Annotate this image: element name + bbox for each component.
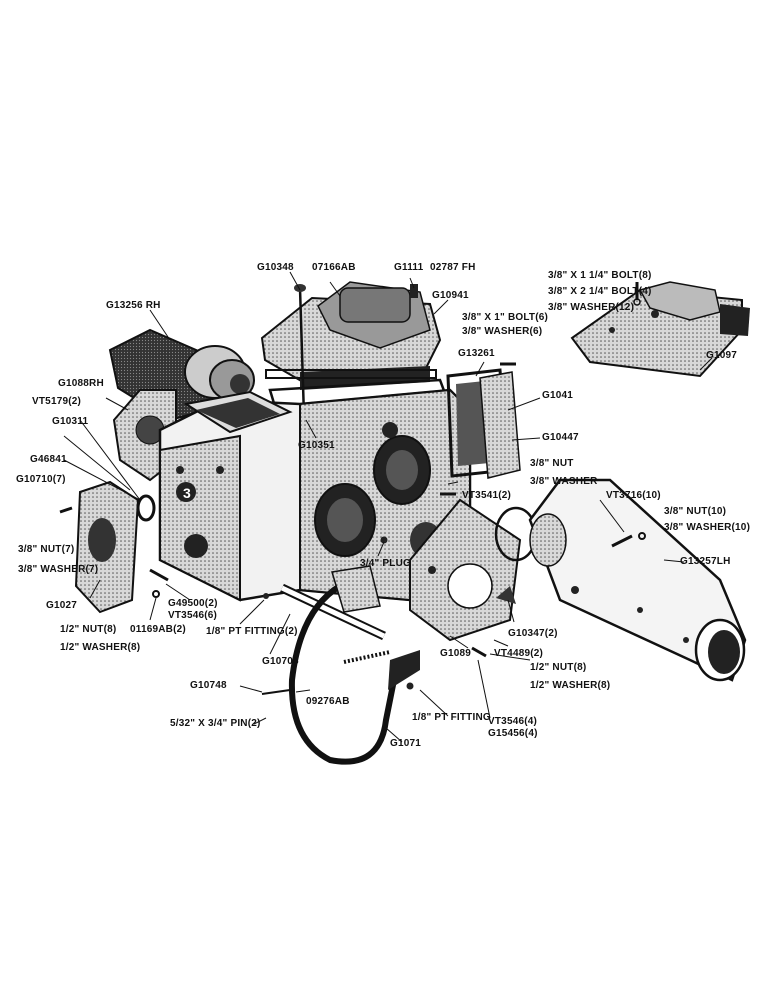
label-bolt-c: 3/8" X 1" BOLT(6) xyxy=(462,312,549,323)
label-vt5179: VT5179(2) xyxy=(32,396,82,407)
label-plug: 3/4" PLUG xyxy=(360,558,411,569)
label-g1088rh: G1088RH xyxy=(58,378,104,389)
brake-band-g1071 xyxy=(288,565,420,765)
shaft-g10708 xyxy=(280,583,386,641)
cover-plate-g1089 xyxy=(409,498,522,642)
axle-housing-g13257lh xyxy=(528,478,747,682)
label-nut-f: 3/8" NUT(7) xyxy=(18,544,75,555)
spring-09276ab xyxy=(343,650,391,664)
label-vt3541: VT3541(2) xyxy=(462,490,512,501)
label-washer-e: 3/8" WASHER(10) xyxy=(664,522,751,533)
label-nut-d: 3/8" NUT xyxy=(530,458,574,469)
label-g49500: G49500(2) xyxy=(168,598,218,609)
label-vt3546b: VT3546(4) xyxy=(488,716,538,727)
label-washer-c: 3/8" WASHER(6) xyxy=(462,326,543,337)
label-washer-d: 3/8" WASHER xyxy=(530,476,598,487)
pin-g10748 xyxy=(261,689,291,695)
svg-text:3: 3 xyxy=(183,485,191,501)
label-g1089: G1089 xyxy=(440,648,472,659)
label-nut-h: 1/2" NUT(8) xyxy=(530,662,587,673)
label-g1111: G1111 xyxy=(394,262,424,273)
top-cover-g1097 xyxy=(570,281,750,378)
label-g10311: G10311 xyxy=(52,416,89,427)
label-washer-h: 1/2" WASHER(8) xyxy=(530,680,611,691)
label-g15456: G15456(4) xyxy=(488,728,538,739)
label-nut-e: 3/8" NUT(10) xyxy=(664,506,727,517)
label-nut-g: 1/2" NUT(8) xyxy=(60,624,117,635)
label-g10708: G10708 xyxy=(262,656,299,667)
label-g46841: G46841 xyxy=(30,454,67,465)
shim-vt4489 xyxy=(496,586,516,604)
label-g10710: G10710(7) xyxy=(16,474,66,485)
label-01169ab: 01169AB(2) xyxy=(130,624,186,635)
label-bolt-a: 3/8" X 1 1/4" BOLT(8) xyxy=(548,270,652,281)
label-bolt-b: 3/8" X 2 1/4" BOLT(4) xyxy=(548,286,652,297)
label-09276ab: 09276AB xyxy=(306,696,350,707)
label-07166ab: 07166AB xyxy=(312,262,356,273)
flange-g1041 xyxy=(479,371,521,479)
label-g13257lh: G13257LH xyxy=(680,556,731,567)
label-vt3546a: VT3546(6) xyxy=(168,610,218,621)
label-g1027: G1027 xyxy=(46,600,78,611)
label-g1097: G1097 xyxy=(706,350,738,361)
label-pin: 5/32" X 3/4" PIN(2) xyxy=(170,718,261,729)
label-g1071: G1071 xyxy=(390,738,422,749)
label-02787fh: 02787 FH xyxy=(430,262,476,273)
label-g10748: G10748 xyxy=(190,680,227,691)
label-g10941: G10941 xyxy=(432,290,469,301)
side-plate-g1027 xyxy=(74,480,140,614)
top-housing-07166ab xyxy=(260,281,442,390)
label-vt3716: VT3716(10) xyxy=(606,490,661,501)
leader-lines xyxy=(63,271,713,743)
transmission-case: 3 xyxy=(158,388,472,602)
label-washer-a: 3/8" WASHER(12) xyxy=(548,302,635,313)
label-g10348: G10348 xyxy=(257,262,294,273)
label-ptfit-a: 1/8" PT FITTING(2) xyxy=(206,626,298,637)
label-vt4489: VT4489(2) xyxy=(494,648,544,659)
bolt-stack-icon xyxy=(633,282,641,306)
label-washer-g: 1/2" WASHER(8) xyxy=(60,642,141,653)
seal-ring-g46841 xyxy=(136,494,156,522)
label-g10351: G10351 xyxy=(298,440,335,451)
label-g13261: G13261 xyxy=(458,348,495,359)
label-g13256rh: G13256 RH xyxy=(106,300,161,311)
label-g1041: G1041 xyxy=(542,390,574,401)
label-g10447: G10447 xyxy=(542,432,579,443)
label-washer-f: 3/8" WASHER(7) xyxy=(18,564,99,575)
small-bolts xyxy=(59,362,646,690)
label-ptfit-b: 1/8" PT FITTING xyxy=(412,712,491,723)
label-g10347: G10347(2) xyxy=(508,628,558,639)
